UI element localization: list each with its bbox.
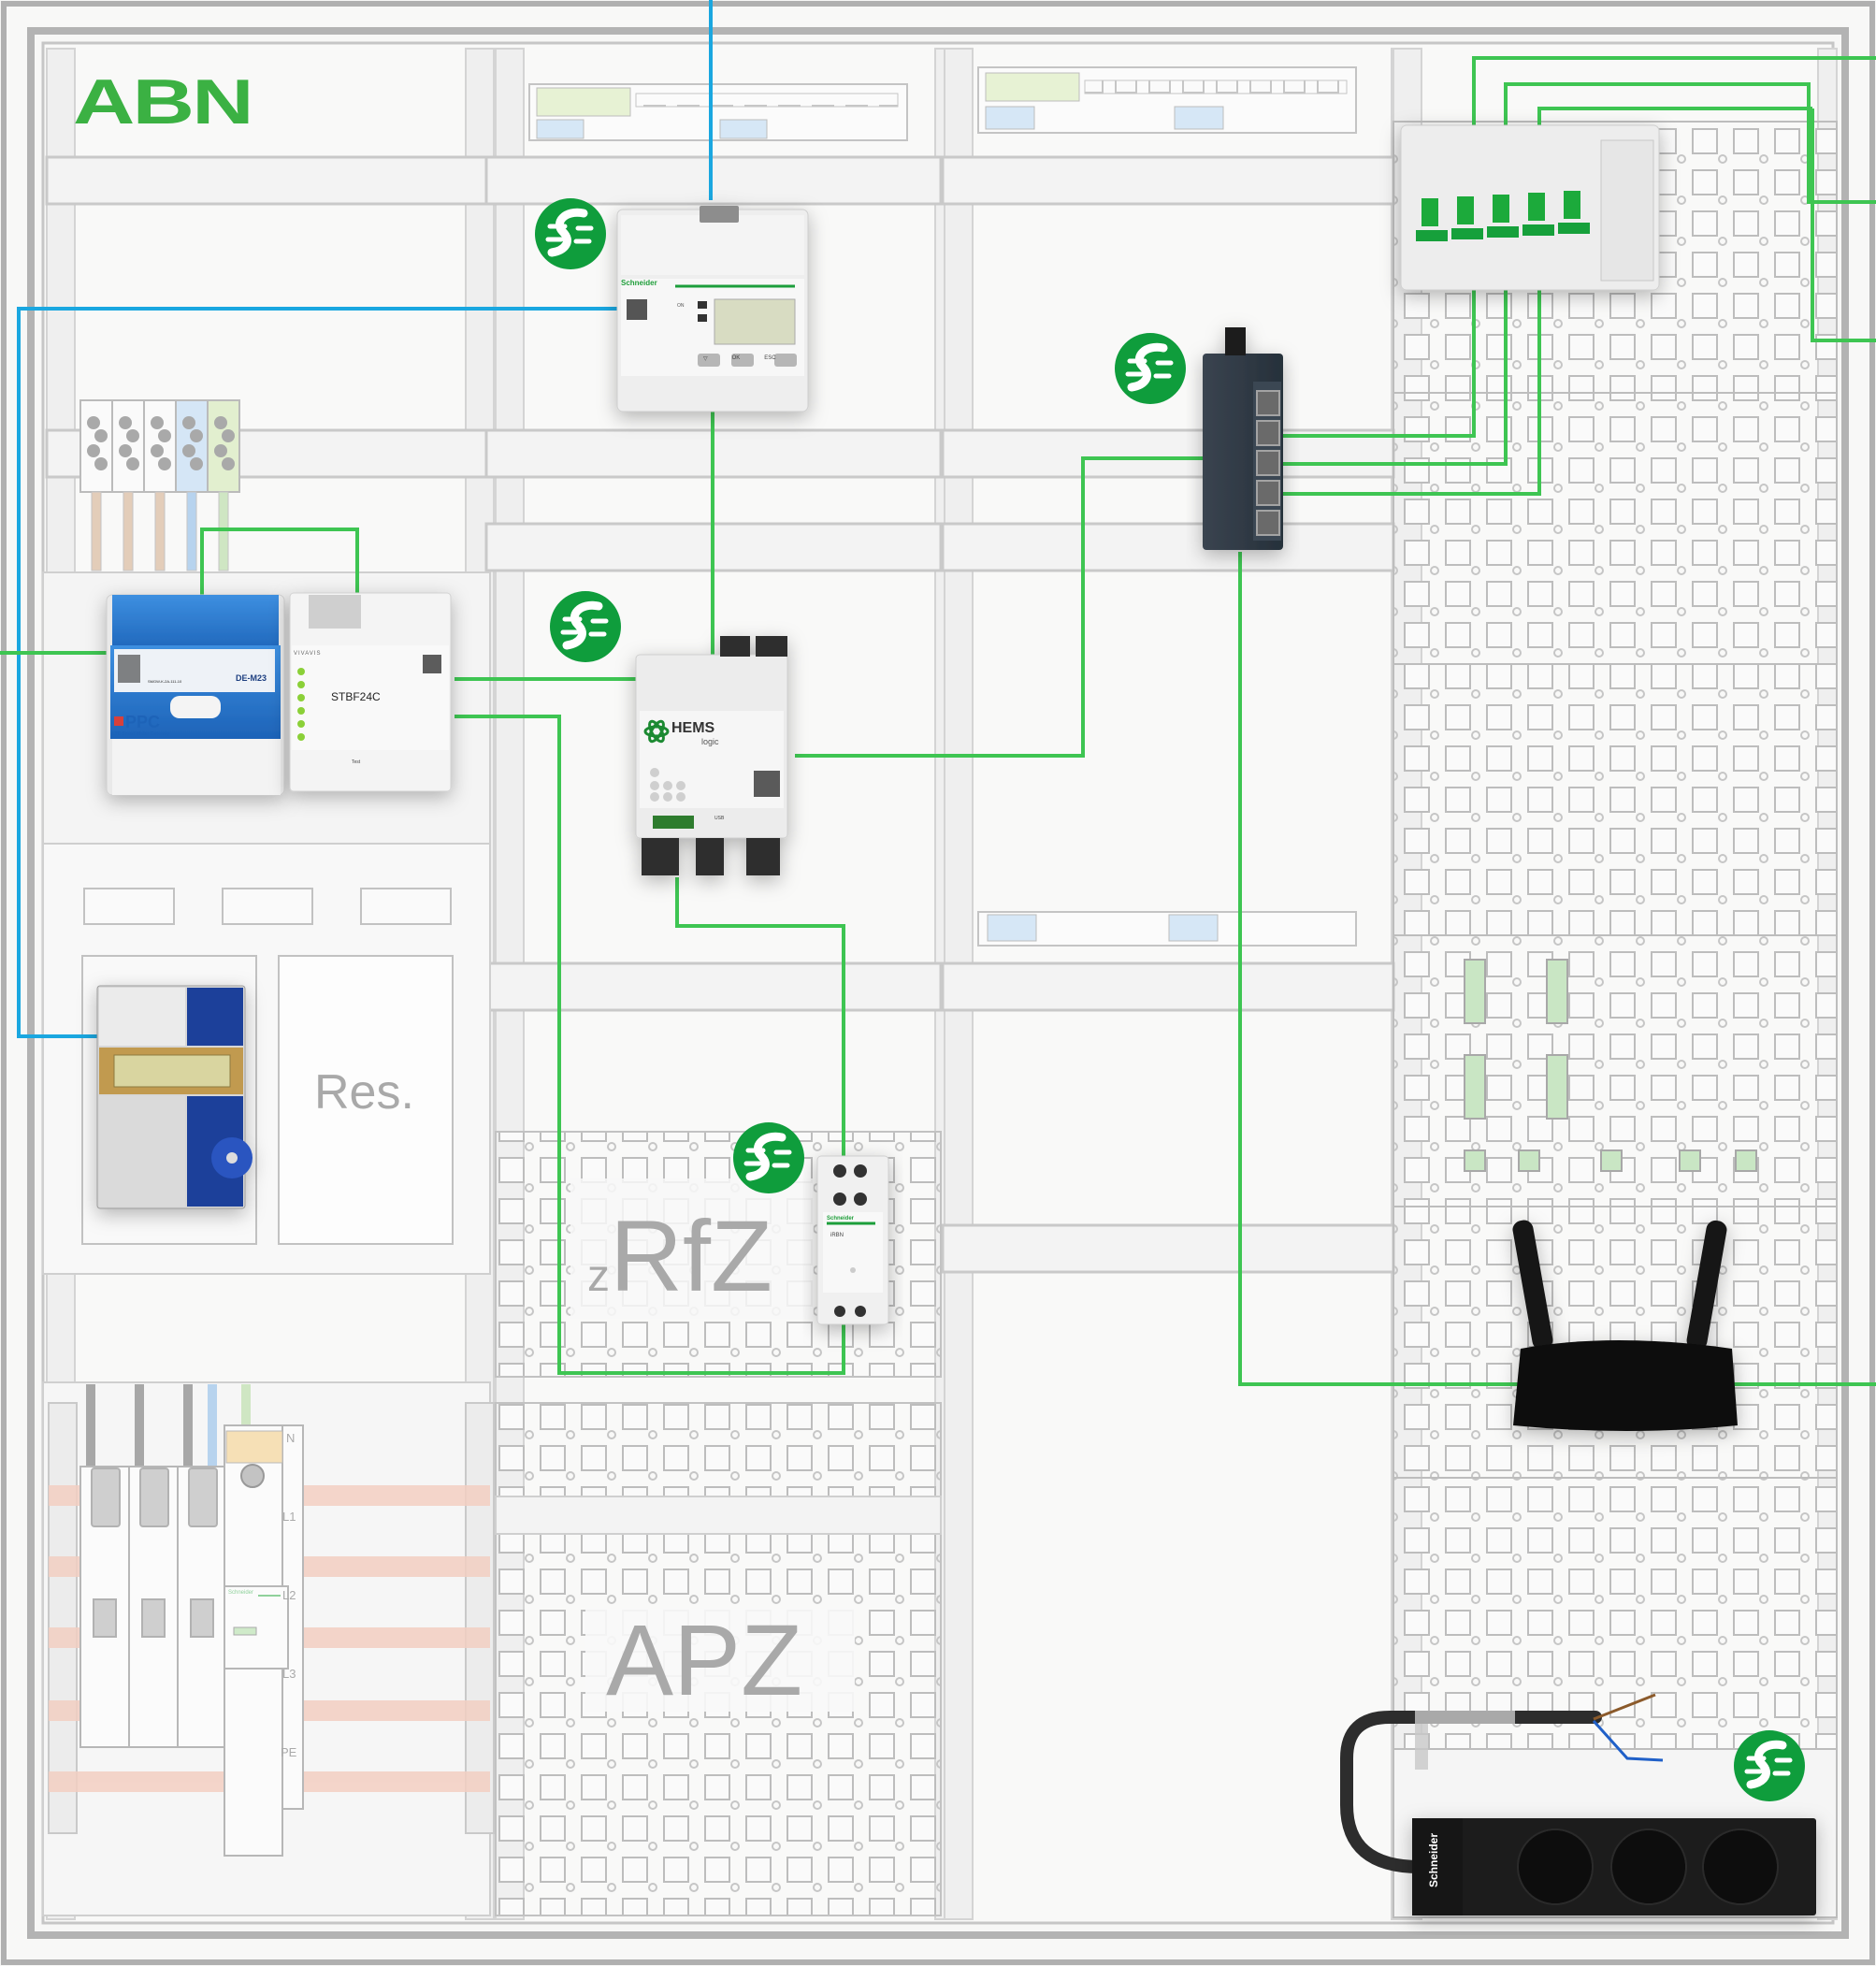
reserve-label: Res.: [314, 1065, 414, 1120]
smart-meter-gateway: [106, 594, 285, 796]
apz-label: APZ: [606, 1603, 803, 1716]
socket-strip-brand: Schneider: [1427, 1832, 1440, 1887]
hems-name: HEMS: [671, 720, 715, 736]
relay-model: iRBN: [830, 1233, 844, 1238]
supply-terminal-blocks: [79, 399, 240, 571]
energy-meter-button-ok[interactable]: OK: [731, 355, 741, 361]
gateway-cert: DE-M23: [236, 673, 267, 683]
rail-label-pe: PE: [281, 1745, 297, 1759]
ethernet-wire-hems-switch: [795, 456, 1203, 758]
hems-logo-icon: [643, 719, 670, 744]
energy-meter: [616, 206, 809, 412]
terminal-strip-top-b: [977, 66, 1357, 134]
ethernet-wire-gateway-box: [200, 528, 359, 595]
gateway-model: SMGW-K-2A-111-10: [148, 679, 182, 684]
gateway-brand: PPC: [125, 713, 161, 731]
rail-label-n: N: [286, 1431, 296, 1445]
control-box-brand: VIVAVIS: [294, 651, 322, 657]
energy-meter-button-down[interactable]: ▽: [703, 356, 708, 362]
right-mounting-plates: [1393, 121, 1838, 1918]
wire-hems-relay: [675, 877, 845, 1164]
energy-meter-led-on: ON: [677, 303, 685, 309]
electricity-meter: [96, 985, 253, 1209]
main-switch-field: [42, 1381, 495, 1916]
energy-meter-brand: Schneider: [621, 279, 657, 287]
main-switch-brand: Schneider: [228, 1590, 254, 1596]
rail-label-l2: L2: [282, 1588, 296, 1602]
surge-protector: [1400, 124, 1660, 291]
zrfz-label-big: RfZ: [610, 1199, 772, 1312]
ethernet-wire-spd-out-1: [1472, 56, 1876, 140]
relay-brand: Schneider: [827, 1216, 855, 1222]
gateway-subtitle: LTE Smart Meter Gateway: [112, 731, 170, 737]
ethernet-wire-switch-spd-2: [1283, 281, 1508, 466]
control-box: [289, 592, 452, 792]
lte-router: [1512, 1220, 1738, 1431]
terminal-strip-middle: [977, 911, 1357, 947]
energy-meter-buttons: ▽ OK ESC: [703, 355, 776, 362]
ethernet-wire-switch-spd-3: [1283, 281, 1541, 496]
zrfz-label: zRfZ: [587, 1197, 772, 1314]
network-switch: [1203, 327, 1283, 550]
reserve-slot: [278, 955, 454, 1245]
energy-meter-button-esc[interactable]: ESC: [764, 355, 776, 361]
apz-field: [495, 1402, 942, 1916]
relay-module: [816, 1155, 889, 1325]
hems-usb-port[interactable]: USB: [714, 816, 725, 821]
ethernet-wire-spd-out-3: [1811, 108, 1876, 342]
terminal-strip-top-a: [528, 83, 908, 141]
hems-controller: [635, 636, 788, 875]
placeholder-devices: [1464, 959, 1757, 1172]
socket-strip: [1340, 1693, 1816, 1915]
zrfz-label-small: z: [587, 1251, 610, 1301]
abn-logo: ABN: [73, 66, 253, 137]
rail-label-l3: L3: [282, 1667, 296, 1681]
ethernet-wire-switch-spd-1: [1283, 281, 1476, 438]
ethernet-wire-spd-out-2: [1504, 82, 1876, 204]
control-box-model: STBF24C: [331, 690, 381, 703]
hems-sub: logic: [701, 737, 719, 746]
control-box-test-button[interactable]: Test: [352, 759, 361, 765]
rail-label-l1: L1: [282, 1510, 296, 1524]
rs485-wire-meter: [17, 307, 628, 1038]
